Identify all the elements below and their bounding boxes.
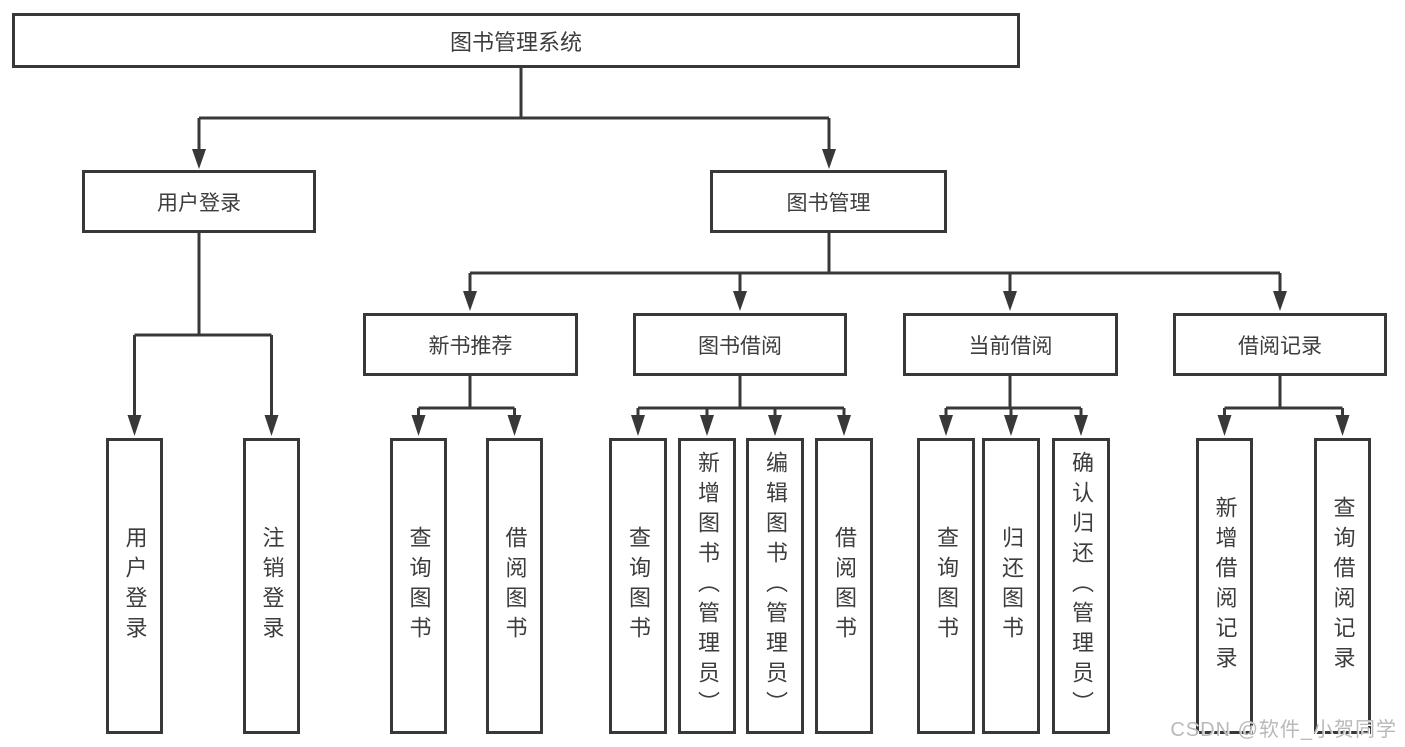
leaf-borrow-books-1: 借阅图书 bbox=[486, 438, 543, 734]
node-current-borrowing: 当前借阅 bbox=[903, 313, 1118, 376]
leaf-query-books-2: 查询图书 bbox=[609, 438, 667, 734]
leaf-return-books: 归还图书 bbox=[982, 438, 1040, 734]
leaf-add-borrow-record: 新增借阅记录 bbox=[1196, 438, 1253, 734]
connector-new-book-branch bbox=[417, 376, 516, 416]
arrowhead bbox=[837, 415, 851, 436]
leaf-query-borrow-record: 查询借阅记录 bbox=[1314, 438, 1371, 734]
arrowhead bbox=[411, 415, 426, 436]
arrowhead bbox=[733, 291, 747, 311]
node-label: 借阅图书 bbox=[502, 526, 528, 646]
leaf-logout: 注销登录 bbox=[243, 438, 300, 734]
leaf-query-books-3: 查询图书 bbox=[917, 438, 975, 734]
arrowhead bbox=[1273, 291, 1287, 311]
csdn-watermark: CSDN @软件_小贺同学 bbox=[1170, 719, 1397, 741]
arrowhead bbox=[1003, 291, 1017, 311]
connector-book-mgmt-branch bbox=[468, 233, 1282, 292]
node-label: 借阅记录 bbox=[1238, 334, 1322, 358]
arrowhead bbox=[463, 291, 477, 311]
connector-current-borrow-branch bbox=[944, 376, 1083, 416]
connector-borrow-record-branch bbox=[1223, 376, 1344, 416]
node-label: 图书管理 bbox=[786, 191, 871, 215]
node-new-book-recommendation: 新书推荐 bbox=[363, 313, 578, 376]
node-label: 查询图书 bbox=[406, 526, 432, 646]
arrowhead bbox=[127, 415, 142, 436]
node-label: 归还图书 bbox=[999, 526, 1024, 646]
arrowhead bbox=[700, 415, 714, 436]
node-label: 编辑图书（管理员） bbox=[763, 451, 788, 721]
connector-user-login-branch bbox=[133, 233, 273, 416]
arrowhead bbox=[631, 415, 645, 436]
node-label: 用户登录 bbox=[122, 526, 148, 646]
node-label: 图书借阅 bbox=[698, 334, 782, 358]
node-book-borrowing: 图书借阅 bbox=[633, 313, 847, 376]
leaf-confirm-return-admin: 确认归还（管理员） bbox=[1052, 438, 1110, 734]
leaf-add-books-admin: 新增图书（管理员） bbox=[678, 438, 736, 734]
node-label: 查询图书 bbox=[934, 526, 959, 646]
node-book-management: 图书管理 bbox=[710, 170, 947, 233]
leaf-query-books-1: 查询图书 bbox=[390, 438, 447, 734]
node-user-login: 用户登录 bbox=[82, 170, 316, 233]
node-borrowing-records: 借阅记录 bbox=[1173, 313, 1387, 376]
leaf-edit-books-admin: 编辑图书（管理员） bbox=[746, 438, 804, 734]
leaf-borrow-books-2: 借阅图书 bbox=[815, 438, 873, 734]
arrowhead bbox=[939, 415, 953, 436]
arrowhead bbox=[1004, 415, 1018, 436]
node-label: 查询借阅记录 bbox=[1330, 496, 1356, 676]
leaf-user-login: 用户登录 bbox=[106, 438, 163, 734]
arrowhead bbox=[1217, 415, 1232, 436]
node-root-system: 图书管理系统 bbox=[12, 13, 1020, 68]
arrowhead bbox=[1335, 415, 1350, 436]
arrowhead bbox=[768, 415, 782, 436]
node-label: 借阅图书 bbox=[832, 526, 857, 646]
node-label: 新增图书（管理员） bbox=[695, 451, 720, 721]
node-label: 新增借阅记录 bbox=[1212, 496, 1238, 676]
arrowhead bbox=[192, 149, 206, 169]
arrowhead bbox=[507, 415, 522, 436]
node-label: 新书推荐 bbox=[428, 334, 513, 358]
arrowhead bbox=[264, 415, 279, 436]
connector-book-borrow-branch bbox=[636, 376, 846, 416]
node-label: 注销登录 bbox=[259, 526, 285, 646]
arrowhead bbox=[1074, 415, 1088, 436]
node-label: 用户登录 bbox=[157, 191, 241, 215]
node-label: 确认归还（管理员） bbox=[1069, 451, 1094, 721]
node-label: 查询图书 bbox=[626, 526, 651, 646]
arrowhead bbox=[822, 149, 836, 169]
node-label: 图书管理系统 bbox=[449, 29, 582, 55]
connector-root-branch bbox=[197, 68, 831, 150]
node-label: 当前借阅 bbox=[968, 334, 1053, 358]
